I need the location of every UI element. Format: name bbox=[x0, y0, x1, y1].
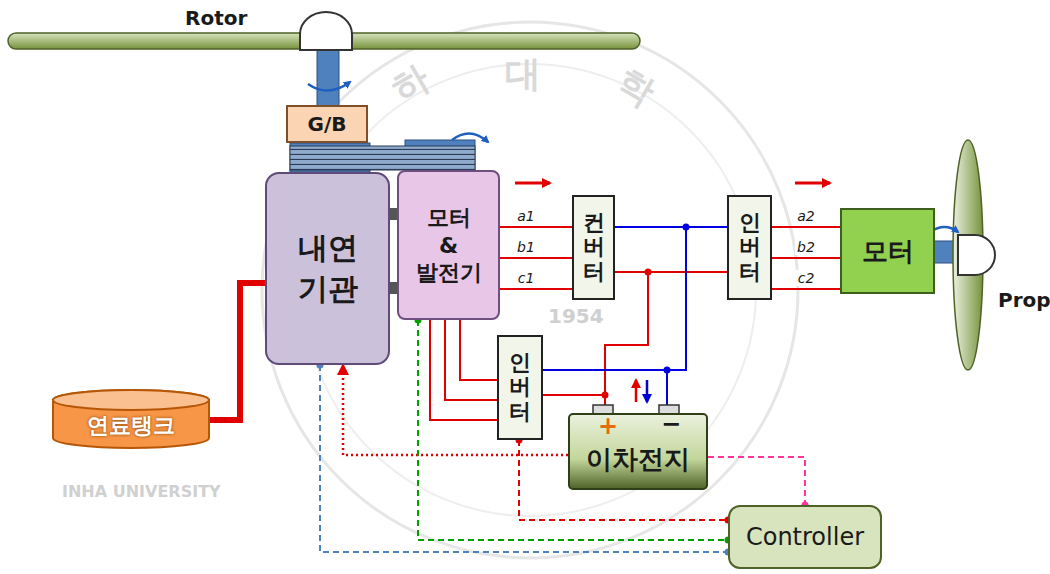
motor-generator-box: 모터 & 발전기 bbox=[397, 170, 500, 320]
node-text: 이차전지 bbox=[586, 442, 690, 477]
connector-wire bbox=[430, 320, 497, 420]
junction-dot bbox=[664, 367, 671, 374]
watermark: 하 bbox=[384, 56, 437, 111]
connector-line bbox=[615, 227, 686, 405]
node-text: G/B bbox=[308, 112, 347, 136]
watermark-ring bbox=[262, 22, 798, 558]
connector-wire bbox=[500, 258, 572, 259]
rotation-arrow bbox=[308, 82, 350, 91]
connector-wire bbox=[415, 317, 732, 544]
connector-line bbox=[543, 395, 605, 405]
prop-hub bbox=[958, 235, 995, 275]
connector-wire bbox=[615, 227, 686, 405]
connector-line bbox=[418, 320, 728, 540]
inverter-box: 인버터 bbox=[727, 195, 772, 300]
node-text: 인버터 bbox=[509, 351, 531, 424]
node-text: 모터 & 발전기 bbox=[416, 203, 482, 288]
node-text: 컨버터 bbox=[583, 211, 605, 284]
connector-wire bbox=[772, 258, 840, 259]
connector-wire bbox=[772, 289, 840, 290]
connector-wire bbox=[210, 283, 265, 420]
part-label: Prop bbox=[998, 288, 1050, 312]
connector-wire bbox=[543, 392, 609, 406]
connector-line bbox=[708, 457, 805, 505]
connector-wire bbox=[460, 320, 497, 380]
discharge-arrow bbox=[646, 380, 649, 402]
motor-box: 모터 bbox=[840, 208, 935, 294]
watermark: 대 bbox=[505, 52, 541, 95]
connector-wire bbox=[708, 457, 809, 509]
junction-dot bbox=[602, 392, 609, 399]
inverter-box: 인버터 bbox=[497, 335, 543, 440]
flow-arrow bbox=[515, 182, 550, 185]
controller-box: Controller bbox=[728, 505, 882, 569]
gearbox-box: G/B bbox=[286, 105, 368, 143]
node-text: 연료탱크 bbox=[87, 411, 175, 441]
node-text: 내연 기관 bbox=[298, 228, 358, 310]
phase-label: b2 bbox=[795, 239, 817, 255]
rotor-shaft bbox=[317, 46, 339, 106]
charge-arrow bbox=[635, 380, 638, 402]
phase-label: a1 bbox=[515, 208, 537, 224]
watermark: 1954 bbox=[548, 304, 604, 328]
engine-box: 내연 기관 bbox=[265, 172, 390, 365]
node-text: 인버터 bbox=[739, 211, 761, 284]
rotor-hub bbox=[300, 12, 352, 50]
rotation-arrow bbox=[452, 133, 488, 142]
connector-line bbox=[772, 257, 840, 259]
connector-line bbox=[500, 257, 572, 259]
connector-line bbox=[460, 320, 497, 380]
watermark: INHA UNIVERSITY bbox=[62, 482, 221, 501]
connector-wire bbox=[500, 227, 572, 228]
fuel-tank: 연료탱크 bbox=[52, 388, 210, 450]
node-text: Controller bbox=[746, 523, 864, 551]
battery: 이차전지 bbox=[568, 405, 708, 490]
drive-belt bbox=[290, 146, 475, 170]
phase-label: b1 bbox=[515, 239, 537, 255]
connector-line bbox=[500, 226, 572, 228]
phase-label: c2 bbox=[796, 270, 817, 286]
connector-line bbox=[500, 288, 572, 290]
connector-line bbox=[543, 370, 667, 405]
converter-box: 컨버터 bbox=[572, 195, 615, 300]
connector-wire bbox=[500, 289, 572, 290]
connector-wire bbox=[445, 320, 497, 400]
part-label: Rotor bbox=[185, 6, 247, 30]
connector-wire bbox=[772, 227, 840, 228]
phase-label: a2 bbox=[795, 208, 817, 224]
watermark: 학 bbox=[610, 60, 663, 115]
connector-line bbox=[445, 320, 497, 400]
connector-line bbox=[772, 226, 840, 228]
connector-line bbox=[210, 283, 265, 420]
connector-line bbox=[430, 320, 497, 420]
node-text: 모터 bbox=[862, 234, 914, 269]
phase-label: c1 bbox=[516, 270, 537, 286]
connector-line bbox=[772, 288, 840, 290]
connector-wire bbox=[543, 367, 671, 406]
flow-arrow bbox=[795, 182, 830, 185]
